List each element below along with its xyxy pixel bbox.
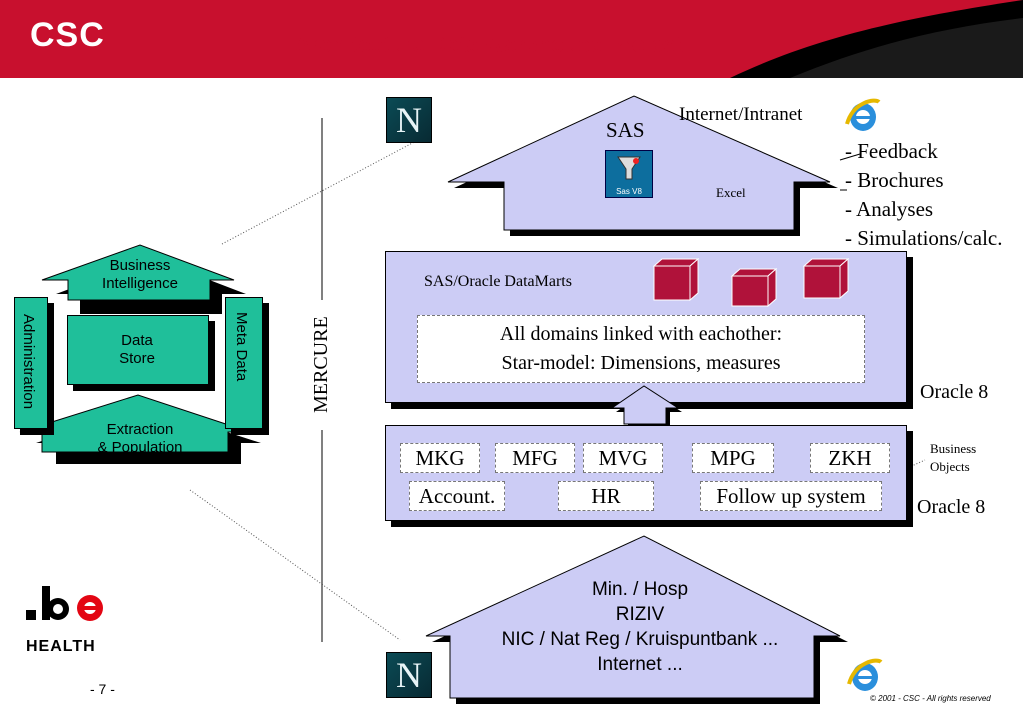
copyright: © 2001 - CSC - All rights reserved — [870, 694, 991, 703]
source-mkg: MKG — [400, 443, 480, 473]
data-store-box — [67, 315, 209, 385]
domains-line1: All domains linked with eachother: — [499, 323, 783, 345]
administration-label: Administration — [20, 314, 37, 410]
data-store-label: Data Store — [119, 332, 155, 367]
business-intelligence-label: Business Intelligence — [102, 257, 178, 292]
health-label: HEALTH — [26, 638, 96, 655]
oracle-8-label-top: Oracle 8 — [920, 381, 989, 403]
sas-v8-icon: Sas V8 — [605, 150, 653, 198]
administration-box — [14, 297, 48, 429]
cube-icon — [730, 267, 778, 308]
output-item: - Feedback — [845, 139, 938, 163]
sas-title: SAS — [606, 118, 645, 142]
output-item: - Brochures — [845, 168, 944, 192]
internet-explorer-icon-bottom — [847, 658, 883, 691]
meta-data-box — [225, 297, 263, 429]
header-swoosh — [730, 0, 1023, 78]
source-line: NIC / Nat Reg / Kruispuntbank ... — [501, 629, 779, 650]
page-number: - 7 - — [90, 681, 115, 697]
extraction-population-label: Extraction & Population — [97, 421, 183, 456]
source-mpg: MPG — [692, 443, 774, 473]
source-line: RIZIV — [615, 604, 665, 625]
source-hr: HR — [558, 481, 654, 511]
output-item: - Analyses — [845, 197, 934, 221]
bottom-house-text: Min. / Hosp RIZIV NIC / Nat Reg / Kruisp… — [460, 577, 820, 677]
source-account: Account. — [409, 481, 505, 511]
mercure-label: MERCURE — [310, 316, 332, 414]
source-follow-up: Follow up system — [700, 481, 882, 511]
header-bar — [0, 0, 1023, 78]
cube-icons — [652, 257, 850, 308]
source-zkh: ZKH — [810, 443, 890, 473]
internet-intranet-label: Internet/Intranet — [679, 104, 803, 125]
page-title: Architecture Data Warehouse Project — [295, 32, 683, 57]
cube-icon — [802, 257, 850, 300]
bottom-house-shape — [425, 535, 848, 704]
be-health-logo — [24, 582, 114, 626]
up-arrow — [610, 385, 682, 428]
be-logo-mark — [26, 586, 103, 621]
internet-explorer-icon-top — [845, 98, 881, 131]
funnel-icon — [617, 156, 641, 180]
meta-data-label: Meta Data — [233, 312, 250, 382]
mercure-label-wrap: MERCURE — [310, 305, 334, 425]
source-line: Min. / Hosp — [591, 579, 689, 600]
oracle-8-label-bottom: Oracle 8 — [917, 496, 986, 518]
csc-logo: CSC — [30, 16, 105, 54]
business-objects-label: Business Objects — [930, 441, 977, 474]
output-item: - Simulations/calc. — [845, 226, 1003, 250]
excel-label: Excel — [716, 185, 746, 200]
source-mvg: MVG — [583, 443, 663, 473]
outputs-list: - Feedback - Brochures - Analyses - Simu… — [845, 137, 1002, 253]
source-mfg: MFG — [495, 443, 575, 473]
left-diagram-shapes — [19, 244, 261, 464]
datamarts-title: SAS/Oracle DataMarts — [424, 273, 572, 290]
domains-description: All domains linked with eachother: Star-… — [417, 315, 865, 383]
netscape-icon-bottom: N — [386, 652, 432, 698]
source-line: Internet ... — [597, 654, 683, 675]
cube-icon — [652, 257, 700, 302]
netscape-icon-top: N — [386, 97, 432, 143]
domains-line2: Star-model: Dimensions, measures — [501, 352, 781, 374]
